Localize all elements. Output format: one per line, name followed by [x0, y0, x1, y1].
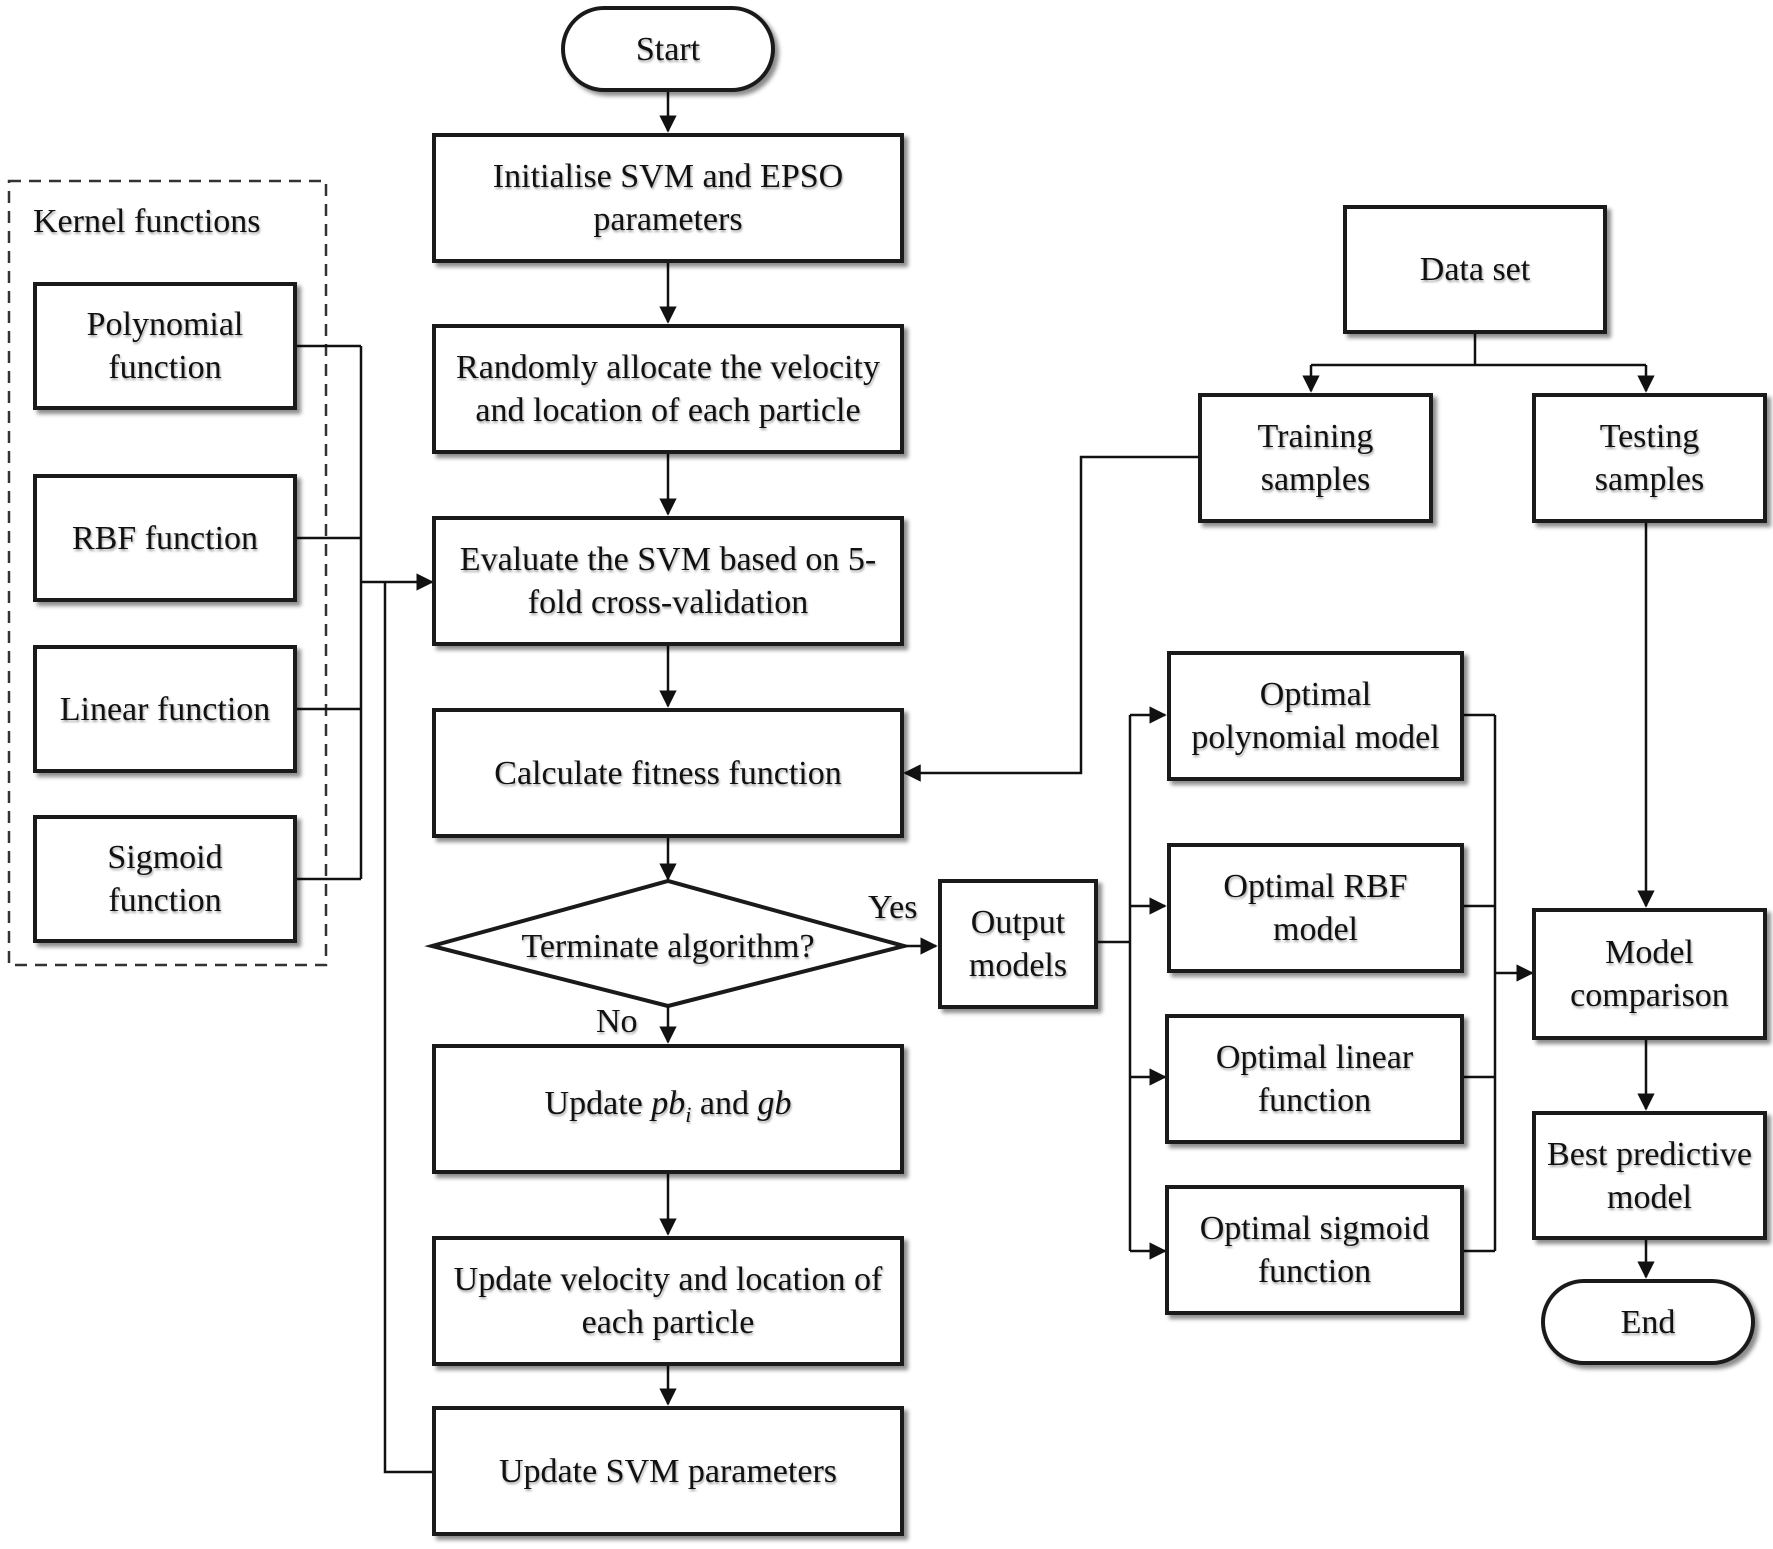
optimal-sigmoid-label: Optimal sigmoid function	[1199, 1210, 1430, 1290]
no-label: No	[596, 1003, 638, 1040]
best-predictive-model-label: Best predictive model	[1547, 1135, 1752, 1216]
pb-subscript: i	[685, 1101, 692, 1127]
output-models-box: Output models	[938, 879, 1098, 1009]
update-velocity-box: Update velocity and location of each par…	[432, 1236, 904, 1366]
optimal-linear-label: Optimal linear function	[1215, 1039, 1414, 1119]
rbf-label: RBF function	[71, 519, 259, 557]
end-label: End	[1620, 1303, 1676, 1341]
update-svm-box: Update SVM parameters	[432, 1406, 904, 1536]
training-samples-box: Training samples	[1198, 393, 1433, 523]
optimal-rbf-box: Optimal RBF model	[1167, 843, 1464, 973]
optimal-polynomial-label: Optimal polynomial model	[1191, 676, 1440, 756]
training-samples-label: Training samples	[1257, 418, 1374, 498]
yes-label: Yes	[868, 889, 918, 926]
terminate-decision: Terminate algorithm?	[432, 906, 904, 986]
init-parameters-label: Initialise SVM and EPSO parameters	[492, 158, 844, 238]
evaluate-svm-label: Evaluate the SVM based on 5- fold cross-…	[459, 541, 877, 621]
polynomial-function-box: Polynomial function	[33, 282, 297, 410]
fitness-function-label: Calculate fitness function	[494, 754, 842, 792]
update-prefix: Update	[544, 1085, 652, 1123]
start-label: Start	[635, 30, 701, 68]
update-pb-gb-label: Update pbi and gb	[545, 1082, 792, 1136]
optimal-rbf-label: Optimal RBF model	[1223, 868, 1408, 948]
linear-label: Linear function	[59, 690, 271, 728]
end-terminal: End	[1541, 1279, 1755, 1365]
init-parameters-box: Initialise SVM and EPSO parameters	[432, 133, 904, 263]
pb-term: pb	[651, 1085, 686, 1123]
optimal-sigmoid-box: Optimal sigmoid function	[1165, 1185, 1464, 1315]
polynomial-label: Polynomial function	[86, 306, 244, 386]
sigmoid-function-box: Sigmoid function	[33, 815, 297, 943]
loop-back-line	[383, 582, 432, 1474]
update-mid: and	[691, 1085, 758, 1123]
random-allocate-label: Randomly allocate the velocity and locat…	[456, 349, 880, 429]
optimal-polynomial-box: Optimal polynomial model	[1167, 651, 1464, 781]
fitness-function-box: Calculate fitness function	[432, 708, 904, 838]
kernel-functions-group-border	[7, 179, 328, 967]
best-predictive-model-box: Best predictive model	[1532, 1111, 1767, 1240]
model-comparison-box: Model comparison	[1532, 908, 1767, 1040]
random-allocate-box: Randomly allocate the velocity and locat…	[432, 324, 904, 454]
sigmoid-label: Sigmoid function	[107, 839, 223, 919]
output-models-label: Output models	[968, 904, 1068, 984]
update-velocity-label: Update velocity and location of each par…	[453, 1261, 883, 1341]
evaluate-svm-box: Evaluate the SVM based on 5- fold cross-…	[432, 516, 904, 646]
start-terminal: Start	[561, 6, 775, 92]
model-comparison-label: Model comparison	[1570, 934, 1729, 1014]
rbf-function-box: RBF function	[33, 474, 297, 602]
terminate-label: Terminate algorithm?	[521, 927, 815, 965]
data-set-box: Data set	[1343, 205, 1607, 334]
gb-term: gb	[757, 1085, 792, 1123]
linear-function-box: Linear function	[33, 645, 297, 773]
testing-samples-box: Testing samples	[1532, 393, 1767, 523]
update-svm-label: Update SVM parameters	[498, 1452, 837, 1490]
kernel-functions-title: Kernel functions	[33, 203, 261, 240]
arrow-training-to-fitness	[903, 455, 1198, 782]
optimal-linear-box: Optimal linear function	[1165, 1014, 1464, 1144]
testing-samples-label: Testing samples	[1594, 418, 1705, 498]
update-pb-gb-box: Update pbi and gb	[432, 1044, 904, 1174]
data-set-label: Data set	[1419, 251, 1531, 288]
